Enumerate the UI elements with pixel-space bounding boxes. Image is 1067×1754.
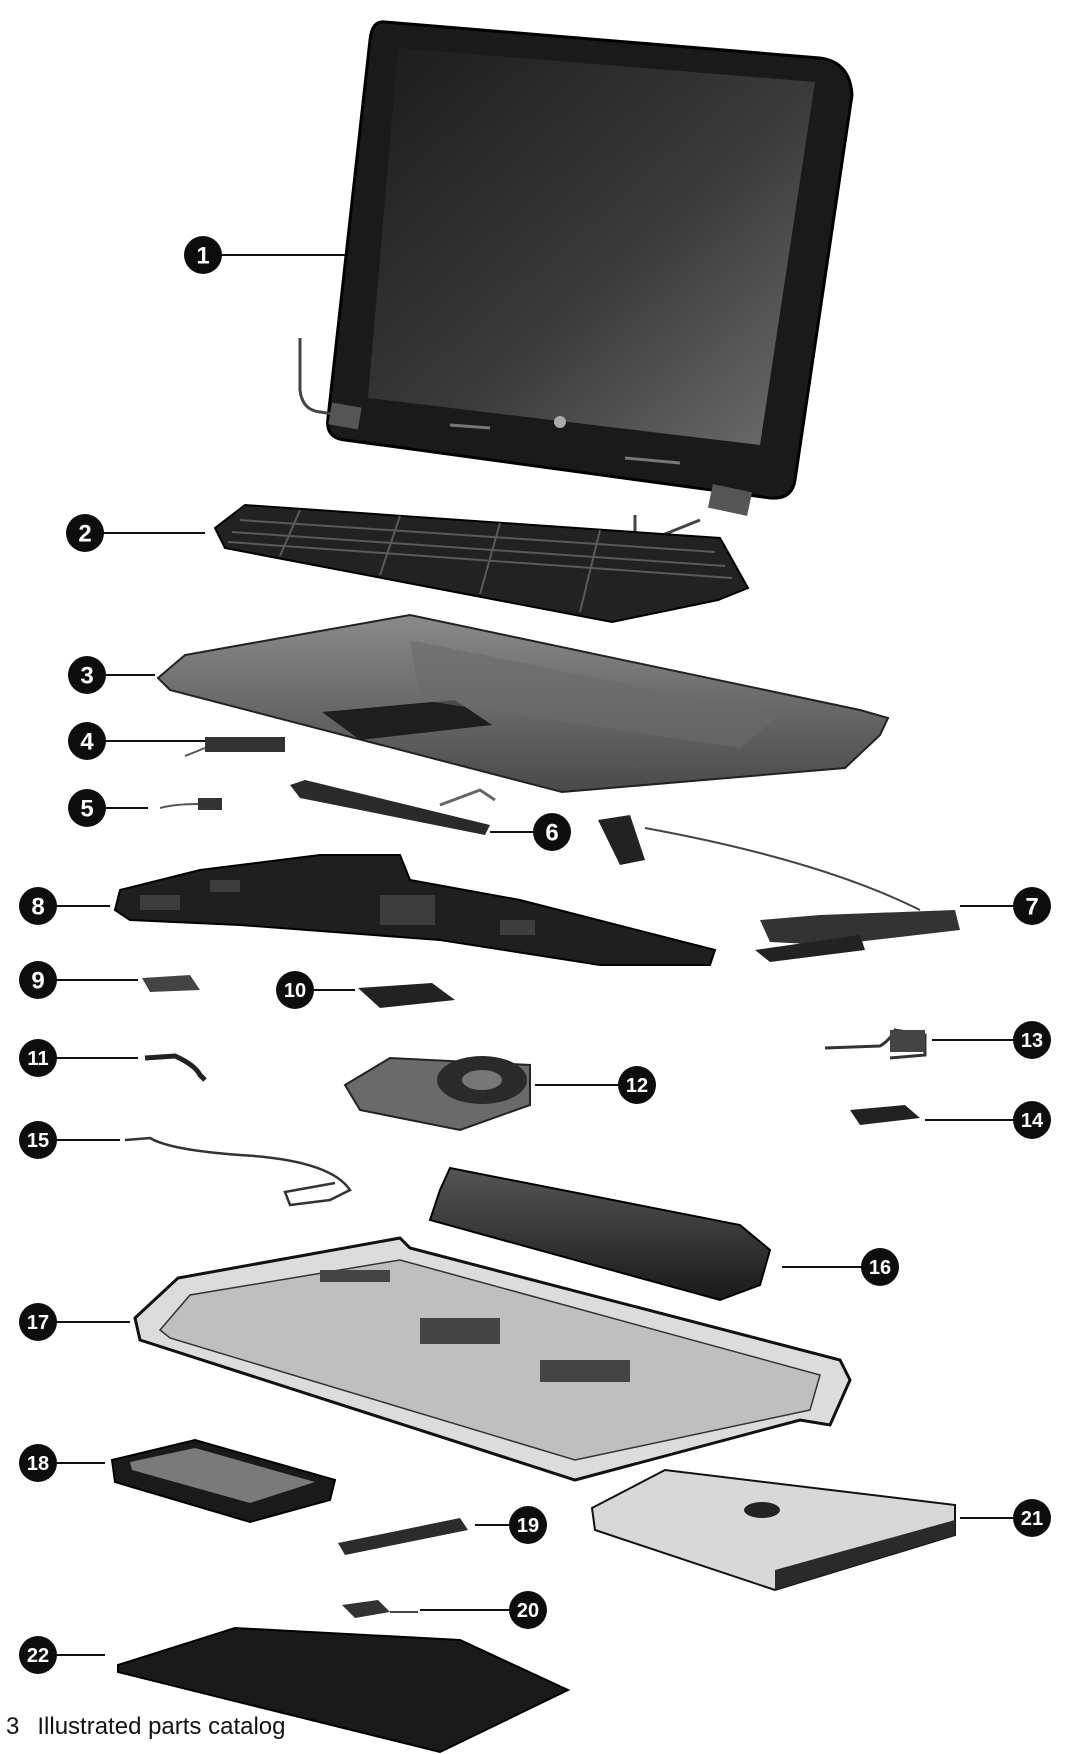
callout-3: 3	[68, 656, 106, 694]
callout-number: 13	[1021, 1030, 1043, 1052]
callout-circle	[68, 722, 106, 760]
callout-number: 7	[1025, 894, 1038, 921]
wlan-module	[342, 1600, 418, 1618]
callout-number: 22	[27, 1645, 49, 1667]
display-assembly	[298, 20, 854, 548]
service-door	[117, 1626, 571, 1754]
callout-number: 12	[626, 1075, 648, 1097]
callout-2: 2	[66, 514, 104, 552]
callout-number: 9	[31, 968, 44, 995]
page-footer: 3 Illustrated parts catalog	[6, 1713, 286, 1741]
callout-circle	[1013, 1101, 1051, 1139]
callout-1: 1	[184, 236, 222, 274]
callout-number: 4	[80, 729, 94, 756]
base-enclosure	[133, 1236, 852, 1482]
callout-10: 10	[276, 971, 314, 1009]
power-connector	[824, 1028, 927, 1060]
callout-number: 6	[545, 820, 558, 847]
callout-12: 12	[618, 1066, 656, 1104]
callout-number: 2	[78, 521, 91, 548]
callout-circle	[19, 1636, 57, 1674]
callout-number: 21	[1021, 1508, 1043, 1530]
optical-drive	[590, 1468, 956, 1592]
battery	[428, 1166, 772, 1302]
callout-circle	[19, 887, 57, 925]
bracket	[142, 975, 200, 992]
callout-circle	[19, 1444, 57, 1482]
callout-circle	[19, 1303, 57, 1341]
button-board	[290, 780, 496, 835]
callout-21: 21	[1013, 1499, 1051, 1537]
callout-5: 5	[68, 789, 106, 827]
callout-number: 5	[80, 796, 93, 823]
power-button-board	[184, 737, 285, 757]
callout-circle	[618, 1066, 656, 1104]
callout-22: 22	[19, 1636, 57, 1674]
callout-17: 17	[19, 1303, 57, 1341]
callout-circle	[509, 1506, 547, 1544]
callout-circle	[19, 961, 57, 999]
callout-circle	[66, 514, 104, 552]
callout-number: 20	[517, 1600, 539, 1622]
callout-4: 4	[68, 722, 106, 760]
speakers	[598, 815, 960, 962]
callout-8: 8	[19, 887, 57, 925]
callout-circle	[19, 1039, 57, 1077]
callout-circle	[509, 1591, 547, 1629]
callout-18: 18	[19, 1444, 57, 1482]
callout-number: 15	[27, 1130, 49, 1152]
cable-part-11	[144, 1053, 207, 1082]
callout-circle	[19, 1121, 57, 1159]
callout-circle	[861, 1248, 899, 1286]
audio-board	[850, 1105, 920, 1125]
callout-20: 20	[509, 1591, 547, 1629]
callout-number: 10	[284, 980, 306, 1002]
parts-illustrations	[110, 20, 960, 1754]
cable-part-15	[124, 1136, 352, 1207]
callout-number: 18	[27, 1453, 49, 1475]
processor	[358, 983, 455, 1008]
callout-number: 19	[517, 1515, 539, 1537]
callout-16: 16	[861, 1248, 899, 1286]
callout-number: 3	[80, 663, 93, 690]
callout-circle	[1013, 1499, 1051, 1537]
callout-7: 7	[1013, 887, 1051, 925]
callout-9: 9	[19, 961, 57, 999]
page-number: 3	[6, 1713, 20, 1740]
fan-heat-sink	[343, 1056, 531, 1132]
callout-circle	[1013, 887, 1051, 925]
callout-number: 1	[196, 243, 209, 270]
keyboard	[213, 503, 750, 624]
callout-circle	[276, 971, 314, 1009]
callout-6: 6	[533, 813, 571, 851]
led-board	[159, 798, 222, 810]
callout-number: 17	[27, 1312, 49, 1334]
callout-circle	[533, 813, 571, 851]
memory-module	[338, 1518, 468, 1555]
top-cover	[156, 613, 890, 794]
callout-circle	[68, 656, 106, 694]
callout-circle	[184, 236, 222, 274]
callout-19: 19	[509, 1506, 547, 1544]
callout-number: 8	[31, 894, 44, 921]
callout-number: 11	[27, 1048, 48, 1070]
callout-number: 16	[869, 1257, 891, 1279]
callout-11: 11	[19, 1039, 57, 1077]
callout-14: 14	[1013, 1101, 1051, 1139]
callout-number: 14	[1021, 1110, 1044, 1132]
callout-13: 13	[1013, 1021, 1051, 1059]
callout-circle	[1013, 1021, 1051, 1059]
section-title: Illustrated parts catalog	[37, 1713, 286, 1740]
hard-drive	[110, 1438, 337, 1524]
system-board	[113, 854, 717, 966]
callout-circle	[68, 789, 106, 827]
callout-15: 15	[19, 1121, 57, 1159]
